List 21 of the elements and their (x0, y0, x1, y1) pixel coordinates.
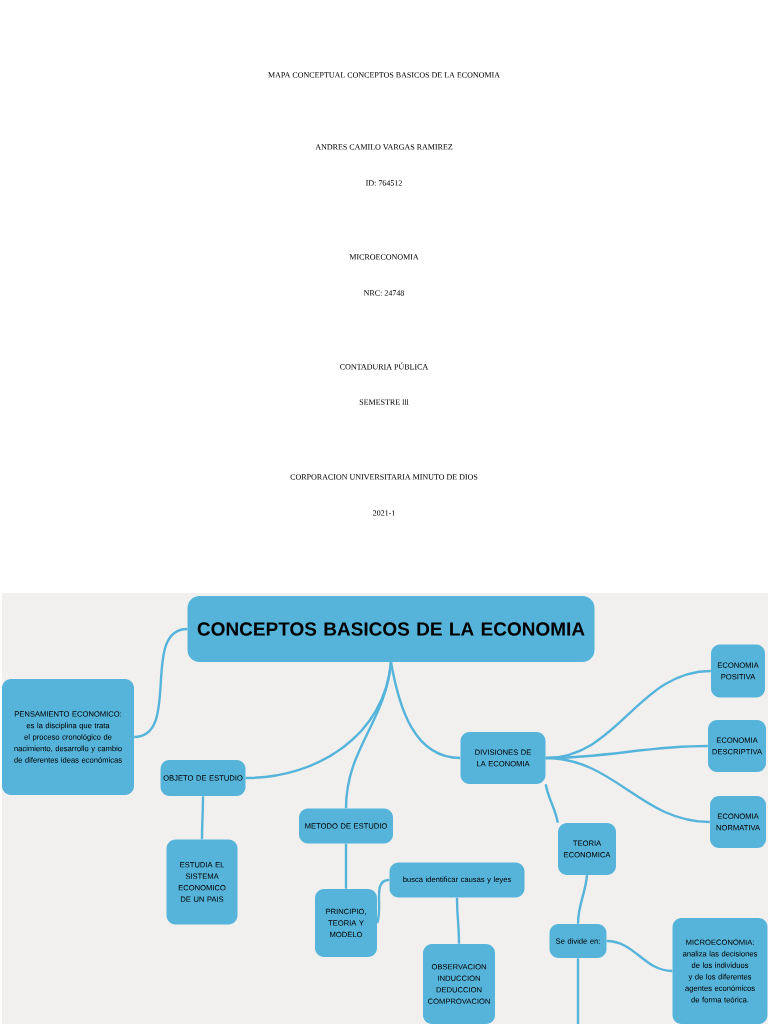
connector-line (344, 662, 393, 809)
header-text: MICROECONOMIA (349, 254, 419, 260)
header-text: 2021-1 (373, 510, 395, 516)
header-text: SEMESTRE lll (359, 399, 409, 405)
header-text: CORPORACION UNIVERSITARIA MINUTO DE DIOS (290, 474, 478, 480)
connector-line (576, 958, 580, 1024)
connector-line (544, 783, 559, 824)
connector-line (455, 897, 461, 944)
connector-line (576, 875, 589, 924)
connector-line (133, 627, 188, 739)
connector-line (545, 756, 710, 824)
header-text: ANDRES CAMILO VARGAS RAMIREZ (315, 144, 453, 150)
connector-line (389, 661, 461, 760)
connector-line (606, 939, 673, 973)
connector-line (200, 796, 205, 840)
connector-line (344, 843, 348, 889)
title-box: CONCEPTOS BASICOS DE LA ECONOMIA (187, 596, 595, 662)
header-text: NRC: 24748 (363, 290, 405, 296)
title-text: MAPA CONCEPTUAL CONCEPTOS BASICOS DE LA ECONOMIA (268, 72, 500, 78)
header-text: ID: 764512 (365, 180, 402, 186)
header-text: CONTADURIA PÚBLICA (340, 362, 429, 370)
